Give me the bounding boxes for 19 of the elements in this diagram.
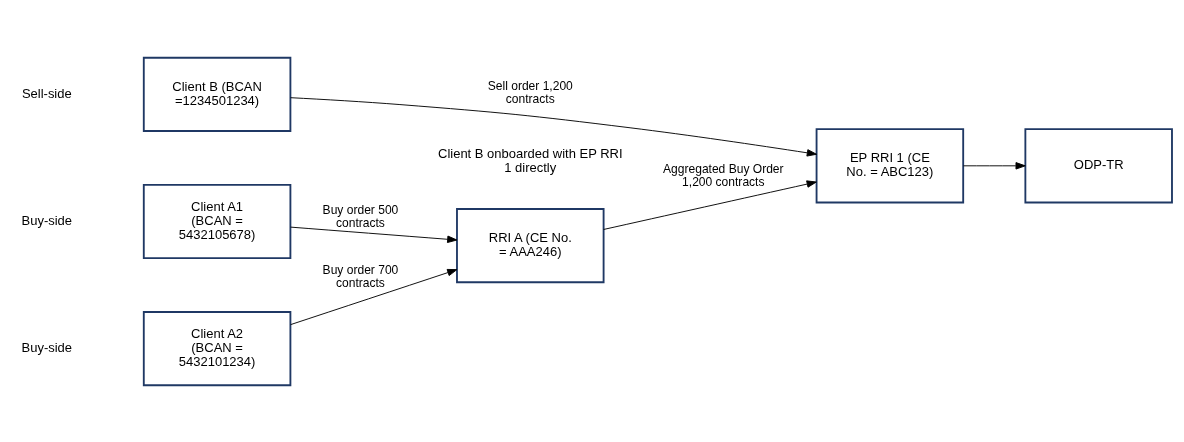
label: Buy-side (21, 339, 73, 355)
edge-label: Buy order 700 contracts (322, 262, 399, 290)
edge-label: Aggregated Buy Order 1,200 contracts (663, 161, 784, 189)
label: Buy-side (21, 212, 73, 228)
label: Sell-side (21, 85, 72, 101)
arrow (290, 226, 458, 243)
edge-label: Sell order 1,200 contracts (487, 78, 573, 106)
label: Client B onboarded with EP RRI 1 directly (438, 145, 623, 175)
arrow (290, 268, 458, 325)
node-box: Client A2 (BCAN = 5432101234) (142, 310, 292, 386)
node-box: EP RRI 1 (CE No. = ABC123) (815, 127, 965, 203)
arrow (963, 161, 1026, 170)
arrow (290, 96, 817, 157)
node-box: RRI A (CE No. = AAA246) (456, 207, 605, 283)
arrow (603, 179, 817, 230)
node-box: Client B (BCAN =1234501234) (142, 56, 292, 132)
node-box: ODP-TR (1024, 127, 1173, 203)
node-box: Client A1 (BCAN = 5432105678) (142, 183, 292, 259)
edge-label: Buy order 500 contracts (322, 202, 399, 230)
